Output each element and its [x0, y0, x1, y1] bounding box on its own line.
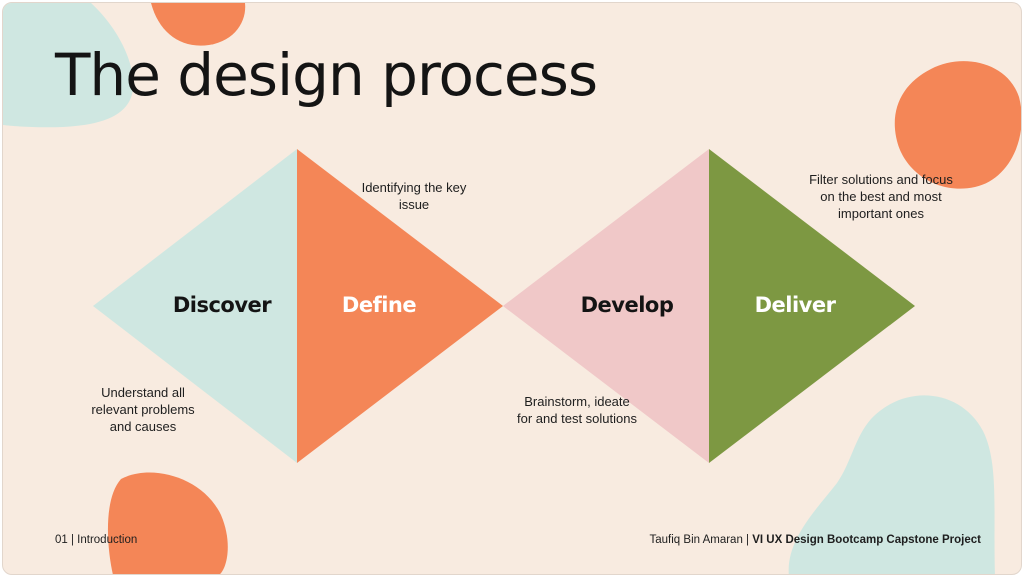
footer-author: Taufiq Bin Amaran | — [649, 534, 753, 546]
orange-blob-right — [894, 61, 1021, 189]
note-deliver: Filter solutions and focus on the best a… — [809, 172, 953, 221]
stage-label-deliver: Deliver — [754, 293, 836, 317]
stage-label-define: Define — [341, 293, 417, 317]
double-diamond-diagram — [93, 149, 915, 463]
mint-blob-bottom-right — [788, 395, 995, 574]
page-title: The design process — [55, 41, 598, 109]
footer-section: 01 | Introduction — [55, 534, 138, 546]
stage-label-discover: Discover — [172, 293, 272, 317]
deliver-triangle — [709, 149, 915, 463]
mint-blob-top-left — [3, 3, 134, 128]
note-discover: Understand all relevant problems and cau… — [91, 385, 195, 434]
orange-blob-top — [151, 3, 246, 46]
stage-label-develop: Develop — [580, 293, 674, 317]
discover-triangle — [93, 149, 297, 463]
define-triangle — [297, 149, 503, 463]
orange-blob-bottom-left — [107, 472, 228, 574]
footer-credit: Taufiq Bin Amaran | VI UX Design Bootcam… — [650, 534, 981, 546]
note-develop: Brainstorm, ideate for and test solution… — [517, 394, 637, 426]
develop-triangle — [503, 149, 709, 463]
note-define: Identifying the key issue — [361, 180, 467, 212]
footer-project: VI UX Design Bootcamp Capstone Project — [752, 534, 981, 546]
